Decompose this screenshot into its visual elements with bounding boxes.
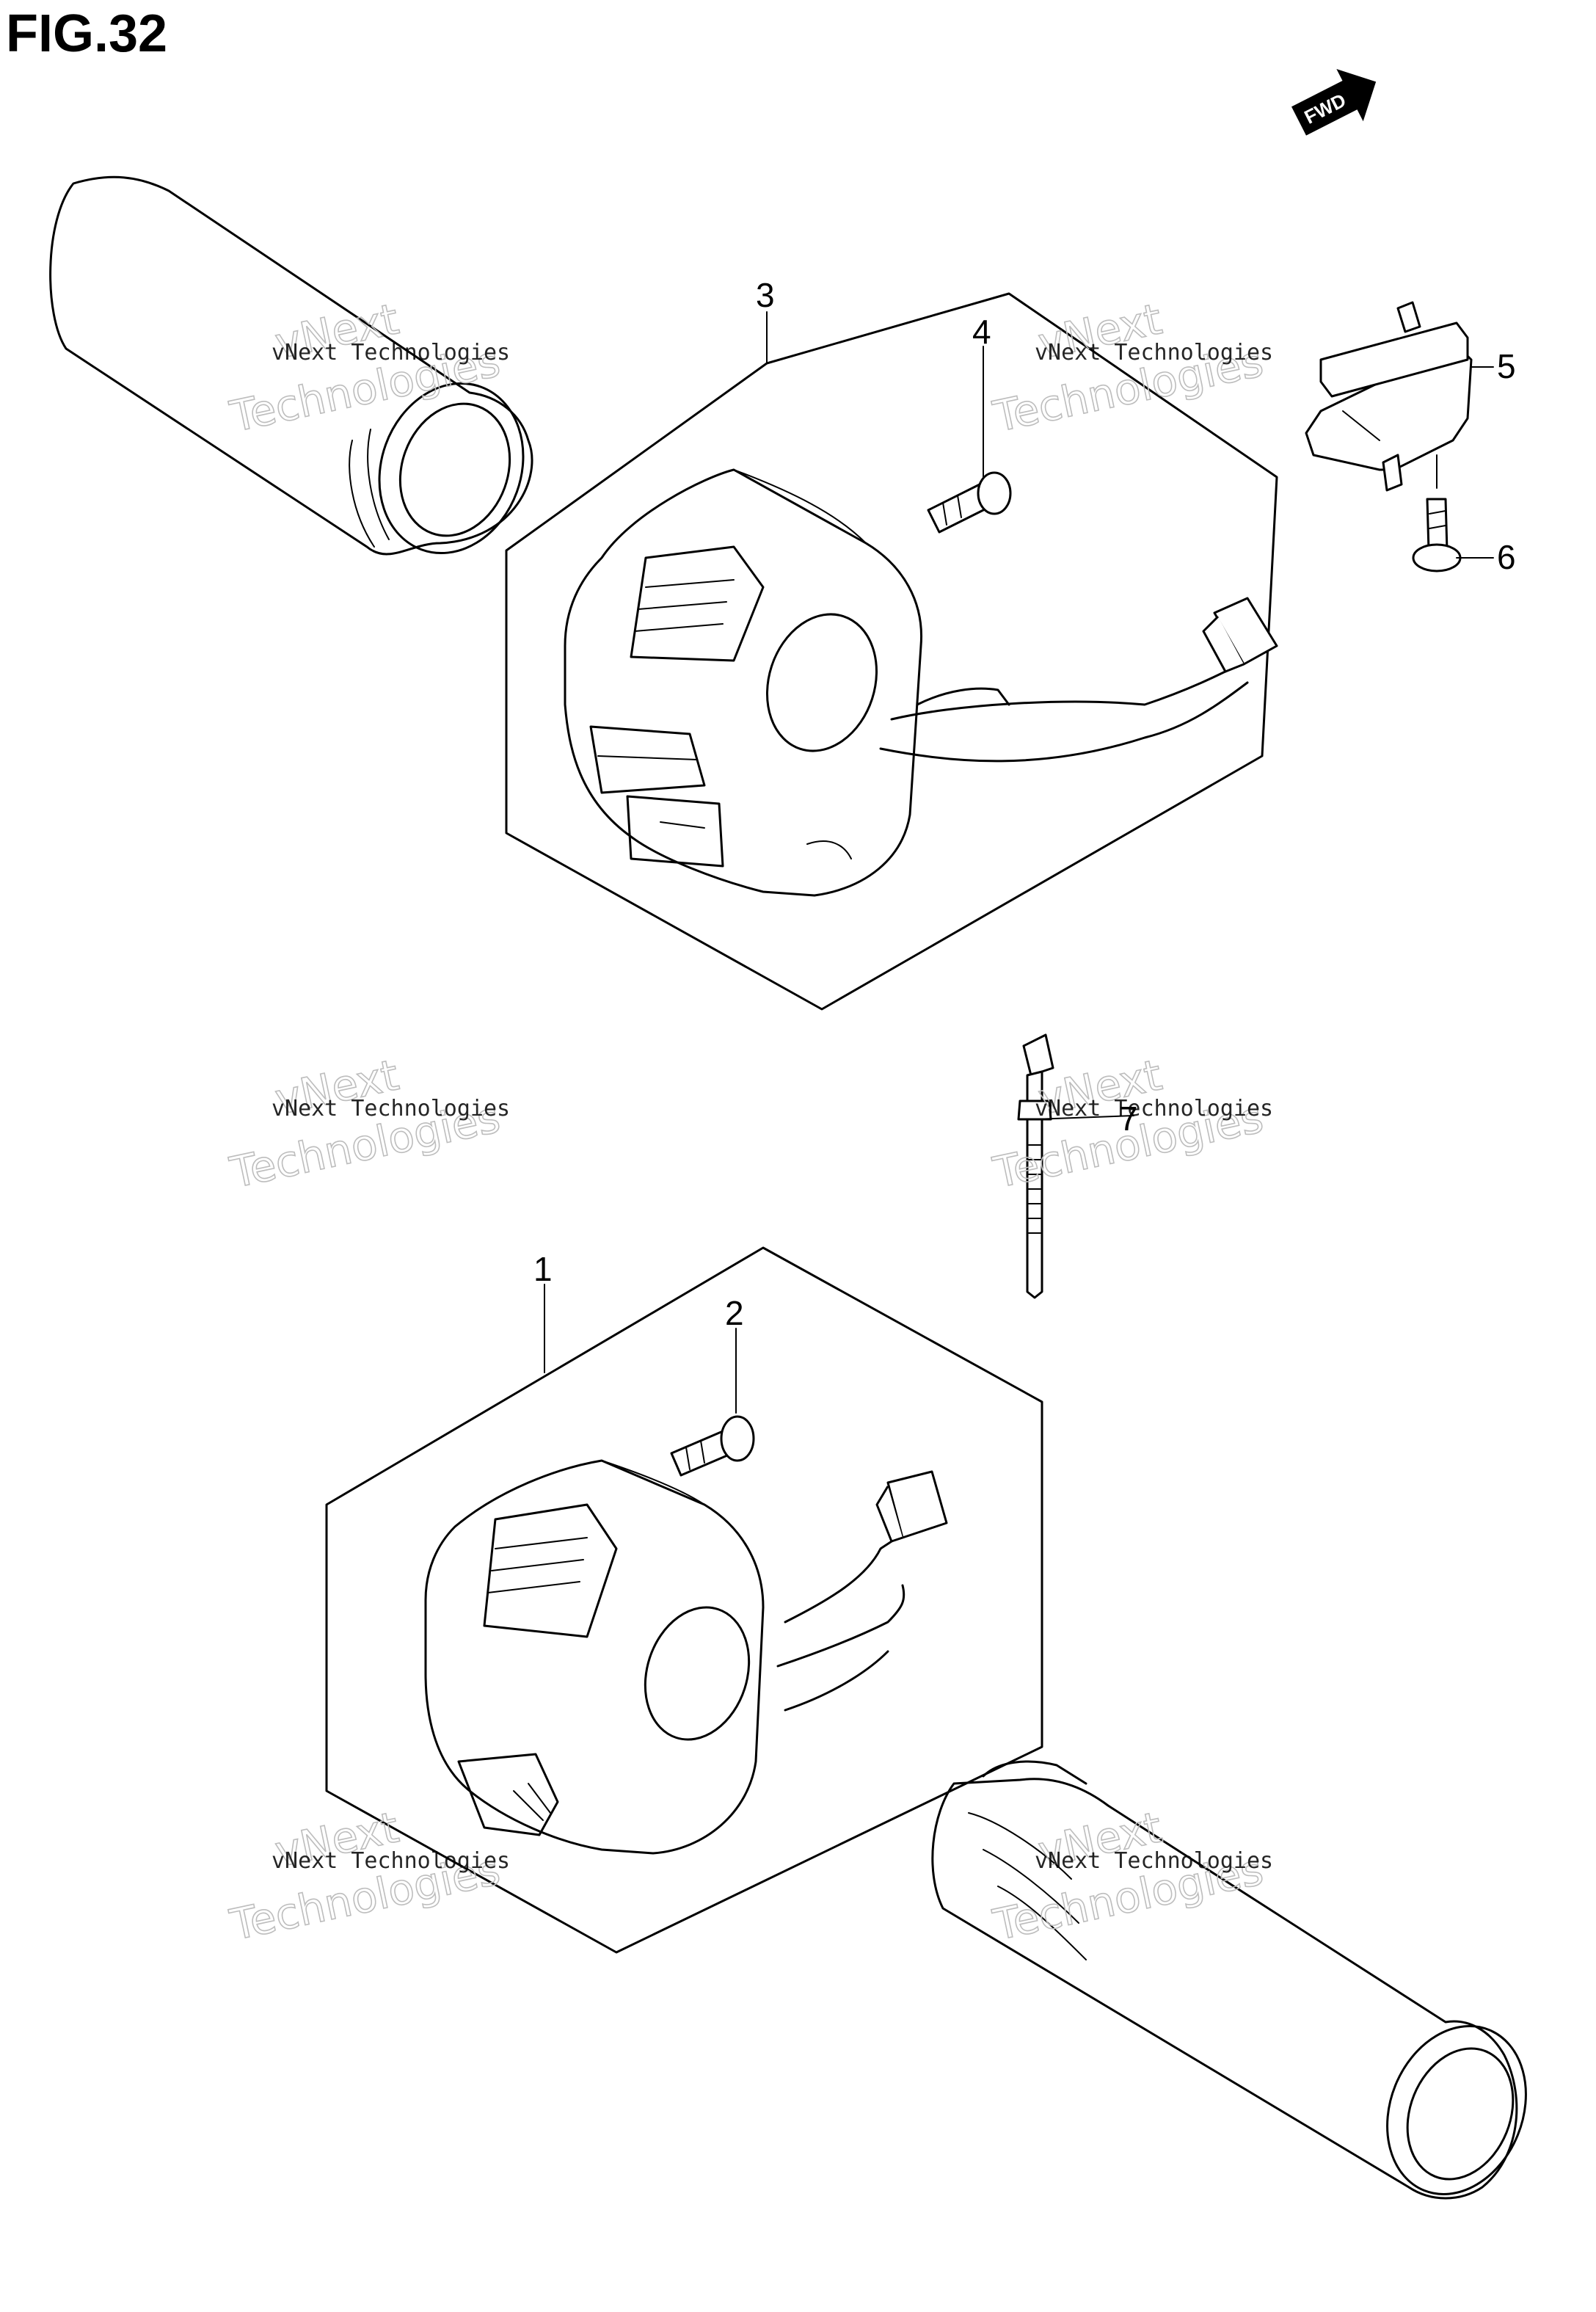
screw-part-2	[670, 1415, 755, 1477]
right-handlebar-switch	[564, 468, 923, 897]
callout-3: 3	[756, 276, 775, 314]
left-handlebar-switch	[424, 1459, 765, 1855]
callout-5: 5	[1497, 347, 1516, 385]
watermark-small: vNext Technologies	[1035, 1096, 1273, 1122]
watermark-small: vNext Technologies	[1035, 340, 1273, 366]
callout-7: 7	[1119, 1099, 1138, 1138]
screw-part-6	[1412, 498, 1462, 572]
fwd-arrow-icon: FWD	[1291, 68, 1377, 136]
left-switch-assembly-box	[325, 1246, 1043, 1954]
left-switch-wiring	[776, 1470, 948, 1712]
watermark-small: vNext Technologies	[1035, 1848, 1273, 1874]
right-handlebar-grip	[931, 1760, 1527, 2200]
callout-2: 2	[725, 1294, 744, 1332]
figure-title: FIG.32	[6, 4, 167, 63]
cable-tie-part-7	[1017, 1033, 1054, 1299]
watermark-small: vNext Technologies	[272, 340, 510, 366]
watermark-small: vNext Technologies	[272, 1096, 510, 1122]
switch-wiring-harness	[879, 597, 1278, 763]
callout-leaders	[544, 311, 1494, 1414]
callout-6: 6	[1497, 538, 1516, 576]
right-switch-assembly-box	[505, 292, 1278, 1011]
screw-part-4	[927, 471, 1012, 534]
callout-1: 1	[533, 1250, 553, 1288]
switch-part-5	[1305, 301, 1473, 492]
watermark-small: vNext Technologies	[272, 1848, 510, 1874]
left-handlebar-grip	[49, 175, 533, 556]
callout-4: 4	[972, 313, 991, 351]
